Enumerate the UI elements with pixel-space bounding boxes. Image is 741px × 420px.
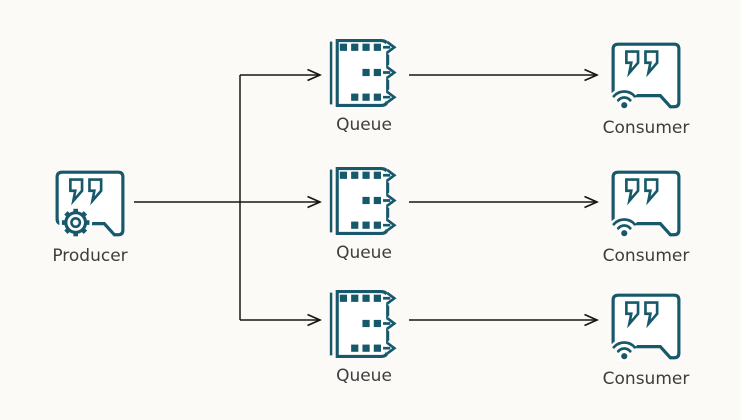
queue-icon: [329, 167, 399, 235]
node-label-consumer-1: Consumer: [602, 118, 690, 138]
node-label-consumer-3: Consumer: [602, 369, 690, 389]
wifi-speech-bubble-icon: [611, 170, 681, 238]
node-label-queue-3: Queue: [336, 366, 392, 386]
node-label-producer: Producer: [52, 246, 128, 266]
wifi-speech-bubble-icon: [611, 42, 681, 110]
queue-icon: [329, 39, 399, 107]
node-label-queue-1: Queue: [336, 115, 392, 135]
node-queue-1: Queue: [294, 39, 434, 135]
node-consumer-2: Consumer: [576, 170, 716, 266]
gear-speech-bubble-icon: [55, 170, 125, 238]
node-producer: Producer: [20, 170, 160, 266]
node-queue-2: Queue: [294, 167, 434, 263]
wifi-speech-bubble-icon: [611, 293, 681, 361]
node-label-queue-2: Queue: [336, 243, 392, 263]
node-consumer-1: Consumer: [576, 42, 716, 138]
queue-icon: [329, 290, 399, 358]
node-label-consumer-2: Consumer: [602, 246, 690, 266]
node-queue-3: Queue: [294, 290, 434, 386]
node-consumer-3: Consumer: [576, 293, 716, 389]
